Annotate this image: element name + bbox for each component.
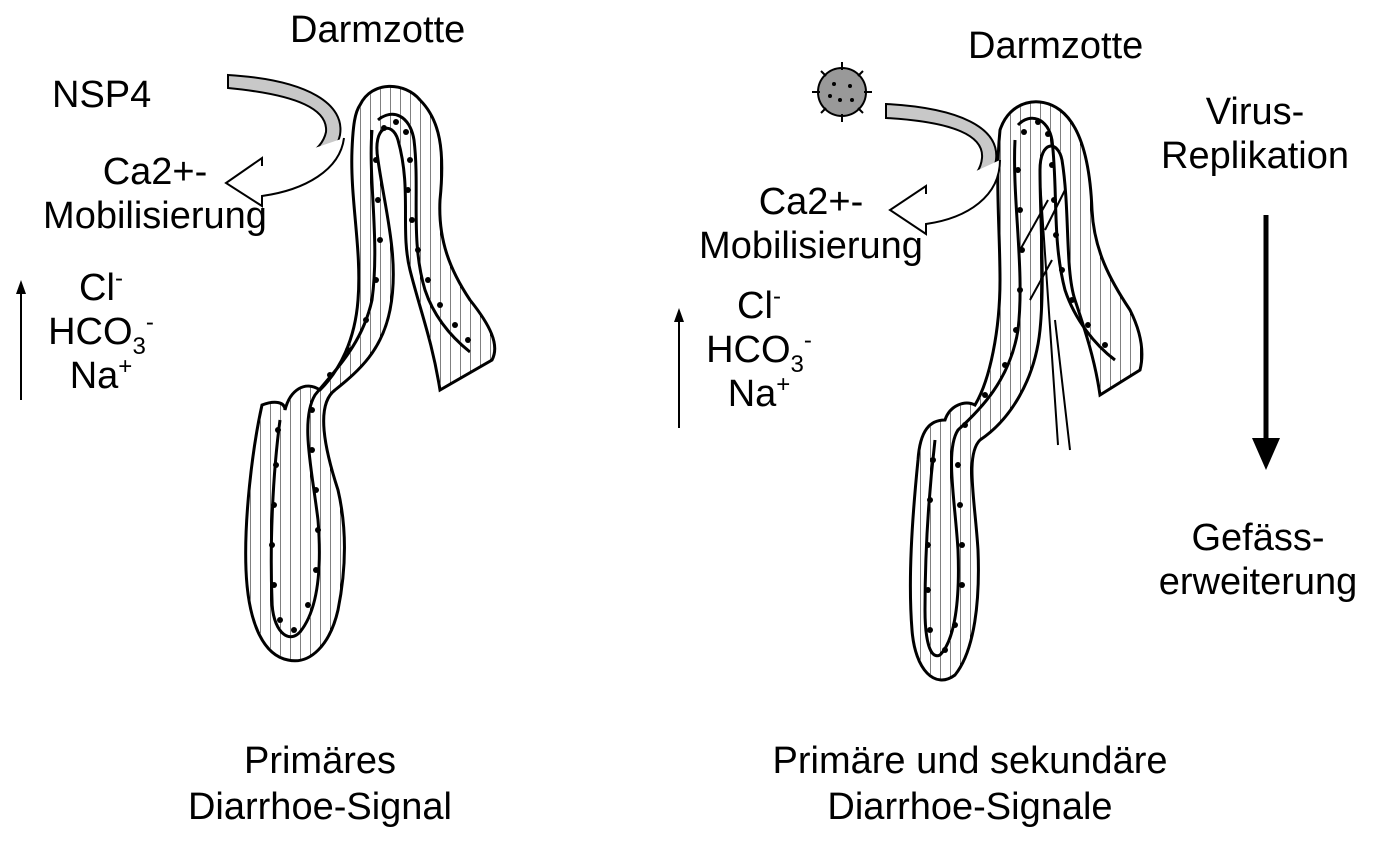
virus-replication-label: Virus- Replikation bbox=[1130, 90, 1380, 178]
left-ca-label: Ca2+- Mobilisierung bbox=[20, 150, 290, 238]
left-trigger-label: NSP4 bbox=[52, 73, 151, 117]
right-caption: Primäre und sekundäre Diarrhoe-Signale bbox=[760, 738, 1180, 830]
virus-line1: Virus- bbox=[1130, 90, 1380, 134]
left-ion-cl: Cl- bbox=[36, 266, 166, 310]
vessel-arrow bbox=[1252, 215, 1280, 470]
right-ion-cl: Cl- bbox=[694, 284, 824, 328]
vessel-line1: Gefäss- bbox=[1130, 516, 1386, 560]
virus-line2: Replikation bbox=[1130, 134, 1380, 178]
right-caption-line2: Diarrhoe-Signale bbox=[760, 784, 1180, 830]
right-ca-line2: Mobilisierung bbox=[676, 224, 946, 268]
left-ion-na: Na+ bbox=[36, 354, 166, 398]
left-ca-line2: Mobilisierung bbox=[20, 194, 290, 238]
virus-icon bbox=[812, 62, 872, 122]
right-ion-arrow bbox=[674, 308, 684, 428]
left-caption-line1: Primäres bbox=[140, 738, 500, 784]
left-title: Darmzotte bbox=[290, 8, 465, 52]
vessel-dilation-label: Gefäss- erweiterung bbox=[1130, 516, 1386, 604]
vessel-line2: erweiterung bbox=[1130, 560, 1386, 604]
right-title: Darmzotte bbox=[968, 24, 1143, 68]
left-ion-arrow bbox=[16, 280, 26, 400]
right-ca-label: Ca2+- Mobilisierung bbox=[676, 180, 946, 268]
right-ion-na: Na+ bbox=[694, 372, 824, 416]
right-ions: Cl- HCO3- Na+ bbox=[694, 284, 824, 416]
left-ion-hco3: HCO3- bbox=[36, 310, 166, 354]
left-caption: Primäres Diarrhoe-Signal bbox=[140, 738, 500, 830]
left-ca-line1: Ca2+- bbox=[20, 150, 290, 194]
right-ca-line1: Ca2+- bbox=[676, 180, 946, 224]
left-caption-line2: Diarrhoe-Signal bbox=[140, 784, 500, 830]
right-caption-line1: Primäre und sekundäre bbox=[760, 738, 1180, 784]
right-ion-hco3: HCO3- bbox=[694, 328, 824, 372]
left-ions: Cl- HCO3- Na+ bbox=[36, 266, 166, 398]
